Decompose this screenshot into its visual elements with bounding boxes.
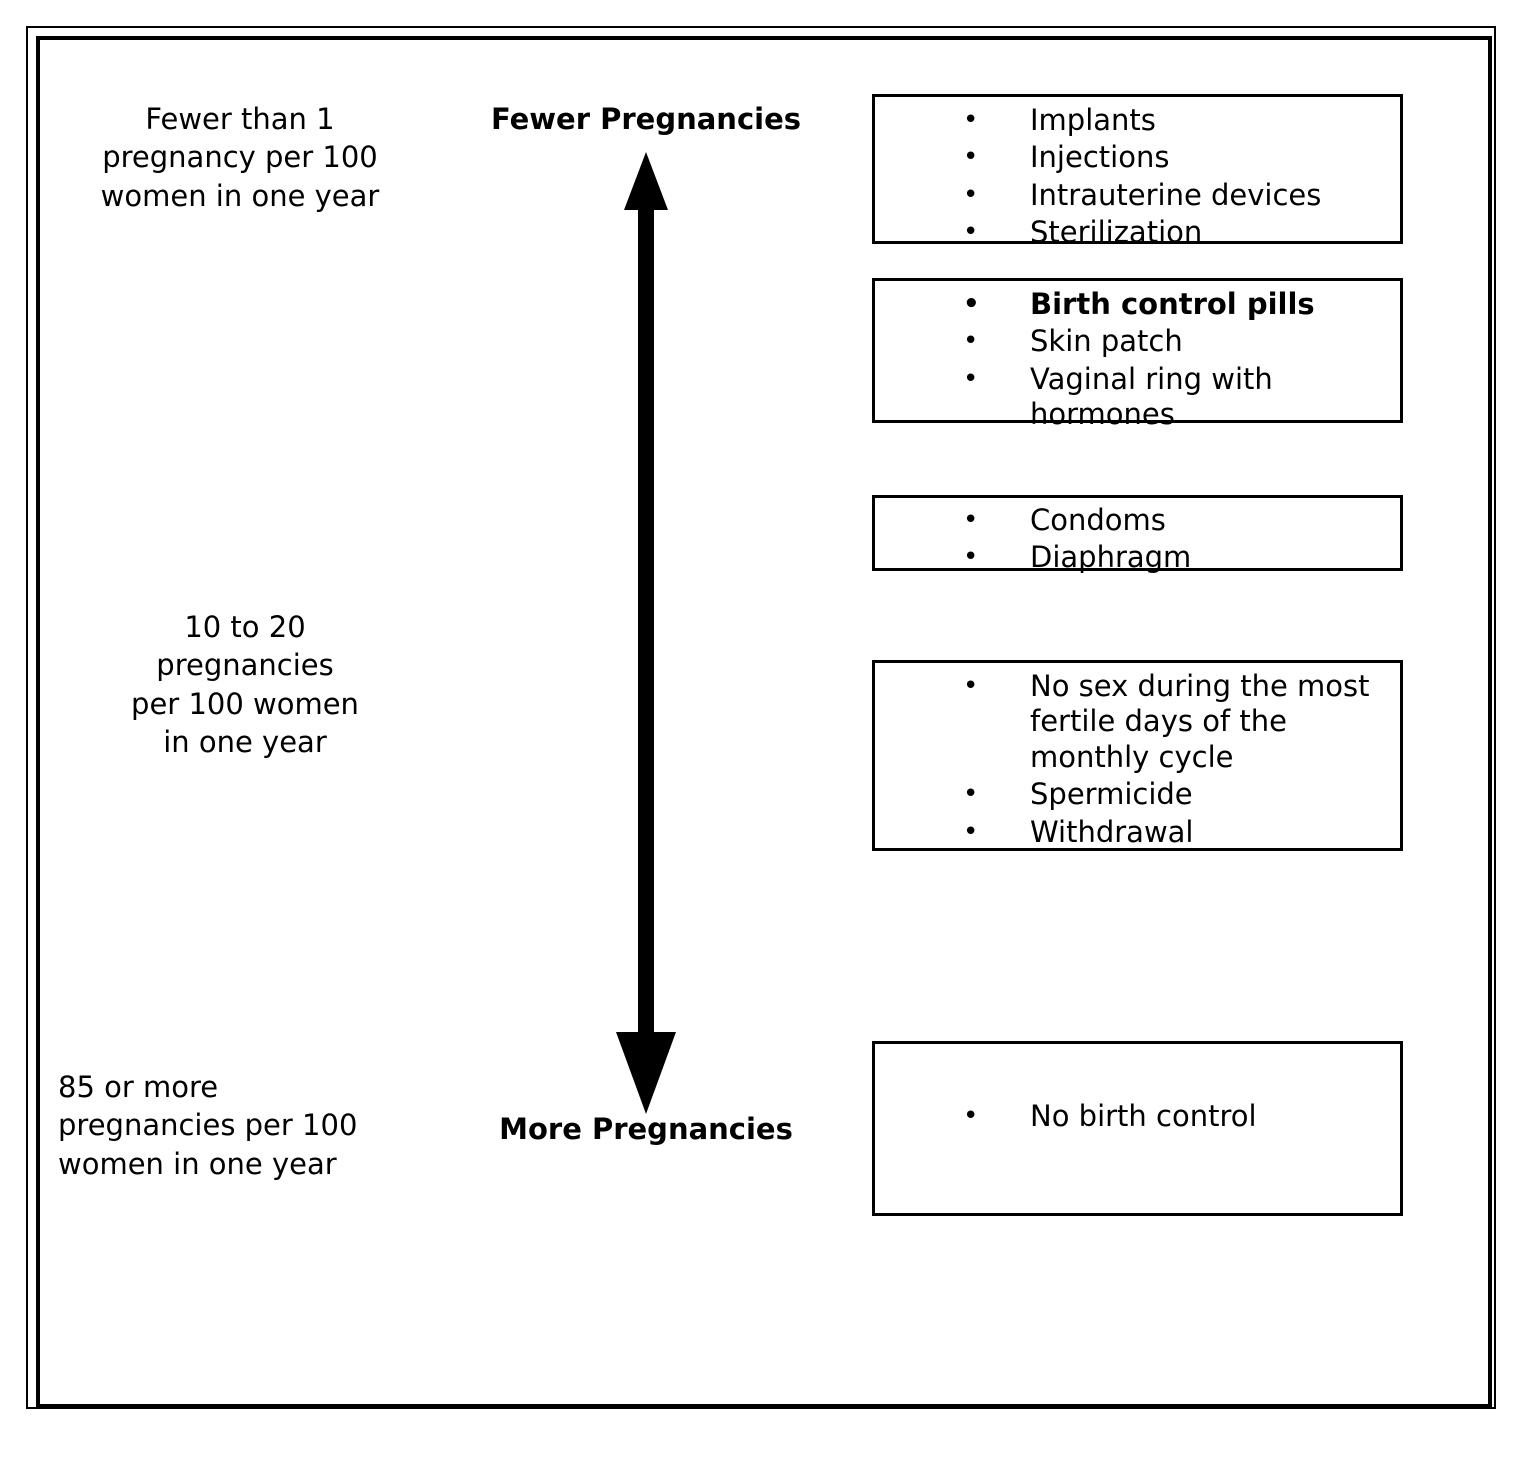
method-label: Condoms bbox=[1030, 503, 1166, 537]
method-list: • No birth control bbox=[875, 1044, 1400, 1134]
bullet-icon: • bbox=[963, 505, 979, 535]
list-item: • Injections bbox=[875, 140, 1400, 175]
list-item: • Birth control pills bbox=[875, 287, 1400, 322]
method-label: Injections bbox=[1030, 140, 1170, 175]
bullet-icon: • bbox=[963, 779, 979, 810]
bullet-icon: • bbox=[963, 105, 979, 135]
outer-frame-border bbox=[26, 26, 1496, 1409]
method-label: Skin patch bbox=[1030, 324, 1183, 359]
method-label: Withdrawal bbox=[1030, 814, 1194, 849]
list-item: • Withdrawal bbox=[875, 815, 1400, 850]
double-headed-vertical-arrow-icon bbox=[616, 152, 676, 1114]
scale-note-eighty-five-or-more: 85 or more pregnancies per 100 women in … bbox=[58, 1070, 358, 1181]
bullet-icon: • bbox=[963, 179, 979, 210]
bullet-icon: • bbox=[963, 671, 979, 701]
list-item: • No birth control bbox=[875, 1099, 1400, 1134]
scale-note-ten-to-twenty: 10 to 20 pregnancies per 100 women in on… bbox=[131, 610, 359, 759]
list-item: • No sex during the most fertile days of… bbox=[875, 669, 1400, 775]
method-label: No sex during the most fertile days of t… bbox=[1030, 669, 1370, 774]
method-label: Spermicide bbox=[1030, 777, 1193, 812]
axis-label-more-pregnancies: More Pregnancies bbox=[499, 1112, 793, 1146]
method-list: • Condoms • Diaphragm bbox=[875, 498, 1400, 576]
method-box-no-method: • No birth control bbox=[872, 1041, 1403, 1216]
method-box-most-effective: • Implants • Injections • Intrauterine d… bbox=[872, 94, 1403, 249]
bullet-icon: • bbox=[963, 363, 979, 394]
bullet-icon: • bbox=[963, 142, 979, 173]
list-item: • Sterilization bbox=[875, 215, 1400, 250]
bullet-icon: • bbox=[963, 217, 979, 248]
method-box-behavioral: • No sex during the most fertile days of… bbox=[872, 660, 1403, 851]
list-item: • Implants bbox=[875, 103, 1400, 138]
method-list: • Implants • Injections • Intrauterine d… bbox=[875, 97, 1400, 251]
method-label: Intrauterine devices bbox=[1030, 177, 1322, 212]
method-box-hormonal: • Birth control pills • Skin patch • Vag… bbox=[872, 278, 1403, 431]
list-item: • Skin patch bbox=[875, 324, 1400, 359]
axis-label-fewer-pregnancies: Fewer Pregnancies bbox=[490, 102, 802, 136]
method-label: No birth control bbox=[1030, 1099, 1257, 1133]
list-item: • Condoms bbox=[875, 503, 1400, 538]
list-item: • Diaphragm bbox=[875, 540, 1400, 575]
list-item: • Intrauterine devices bbox=[875, 178, 1400, 213]
bullet-icon: • bbox=[963, 1101, 979, 1131]
method-label: Sterilization bbox=[1030, 215, 1203, 250]
bullet-icon: • bbox=[963, 289, 980, 319]
method-label: Birth control pills bbox=[1030, 287, 1315, 321]
bullet-icon: • bbox=[963, 542, 979, 573]
method-label: Vaginal ring with hormones bbox=[1030, 361, 1273, 432]
bullet-icon: • bbox=[963, 326, 979, 357]
list-item: • Spermicide bbox=[875, 777, 1400, 812]
method-label: Implants bbox=[1030, 103, 1156, 137]
bullet-icon: • bbox=[963, 816, 979, 847]
method-label: Diaphragm bbox=[1030, 540, 1192, 575]
method-list: • No sex during the most fertile days of… bbox=[875, 663, 1400, 850]
list-item: • Vaginal ring with hormones bbox=[875, 362, 1400, 433]
scale-note-fewer-than-one: Fewer than 1 pregnancy per 100 women in … bbox=[100, 102, 380, 213]
method-box-barrier: • Condoms • Diaphragm bbox=[872, 495, 1403, 574]
method-list: • Birth control pills • Skin patch • Vag… bbox=[875, 281, 1400, 433]
